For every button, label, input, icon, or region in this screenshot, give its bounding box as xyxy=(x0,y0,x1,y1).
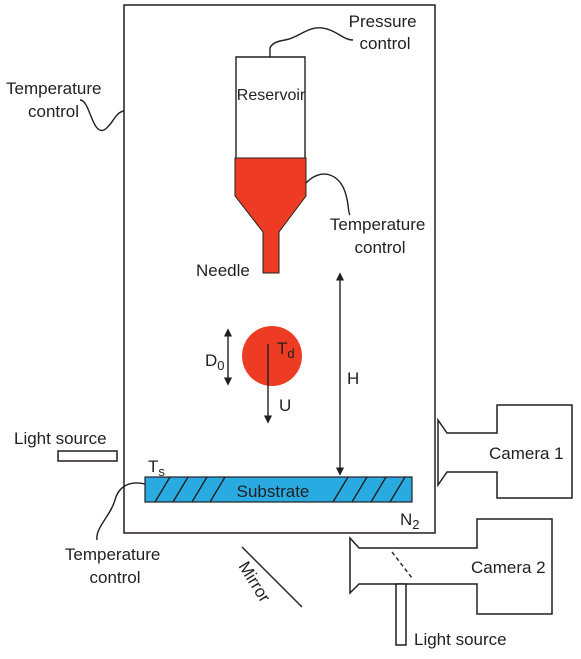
droplet xyxy=(242,326,302,386)
diameter-label: D0 xyxy=(205,351,225,373)
reservoir-label: Reservoir xyxy=(237,87,306,104)
atmosphere-label: N2 xyxy=(400,510,420,532)
light-source-bottom xyxy=(395,583,407,646)
pressure-control-leader xyxy=(269,27,354,57)
light-source-bottom-label: Light source xyxy=(414,630,507,649)
camera-2-beam-splitter xyxy=(391,551,413,579)
camera-1-label: Camera 1 xyxy=(489,444,564,463)
temperature-control-top-label: Temperature control xyxy=(6,79,106,121)
temperature-control-bottom-label: Temperature control xyxy=(65,545,165,587)
temperature-control-top-leader xyxy=(79,99,125,131)
camera-2 xyxy=(349,518,553,615)
pressure-control-label: Pressure control xyxy=(349,12,422,53)
needle-label: Needle xyxy=(196,261,250,280)
temperature-control-needle-leader xyxy=(305,173,351,216)
substrate xyxy=(144,476,413,503)
velocity-label: U xyxy=(279,396,291,415)
camera-2-label: Camera 2 xyxy=(471,558,546,577)
mirror xyxy=(241,546,303,608)
temperature-control-needle-label: Temperature control xyxy=(330,215,430,257)
light-source-left xyxy=(57,450,118,462)
camera-1 xyxy=(437,404,573,499)
droplet-temperature-label: Td xyxy=(277,339,295,361)
liquid-in-reservoir-and-needle xyxy=(234,157,307,274)
temperature-control-bottom-leader xyxy=(96,482,146,541)
substrate-label: Substrate xyxy=(237,482,310,501)
substrate-temperature-label: Ts xyxy=(148,457,165,479)
substrate-hatching xyxy=(154,477,406,502)
light-source-left-label: Light source xyxy=(14,429,107,448)
mirror-label: Mirror xyxy=(235,558,275,606)
height-label: H xyxy=(347,369,359,388)
reservoir-body xyxy=(235,56,306,158)
